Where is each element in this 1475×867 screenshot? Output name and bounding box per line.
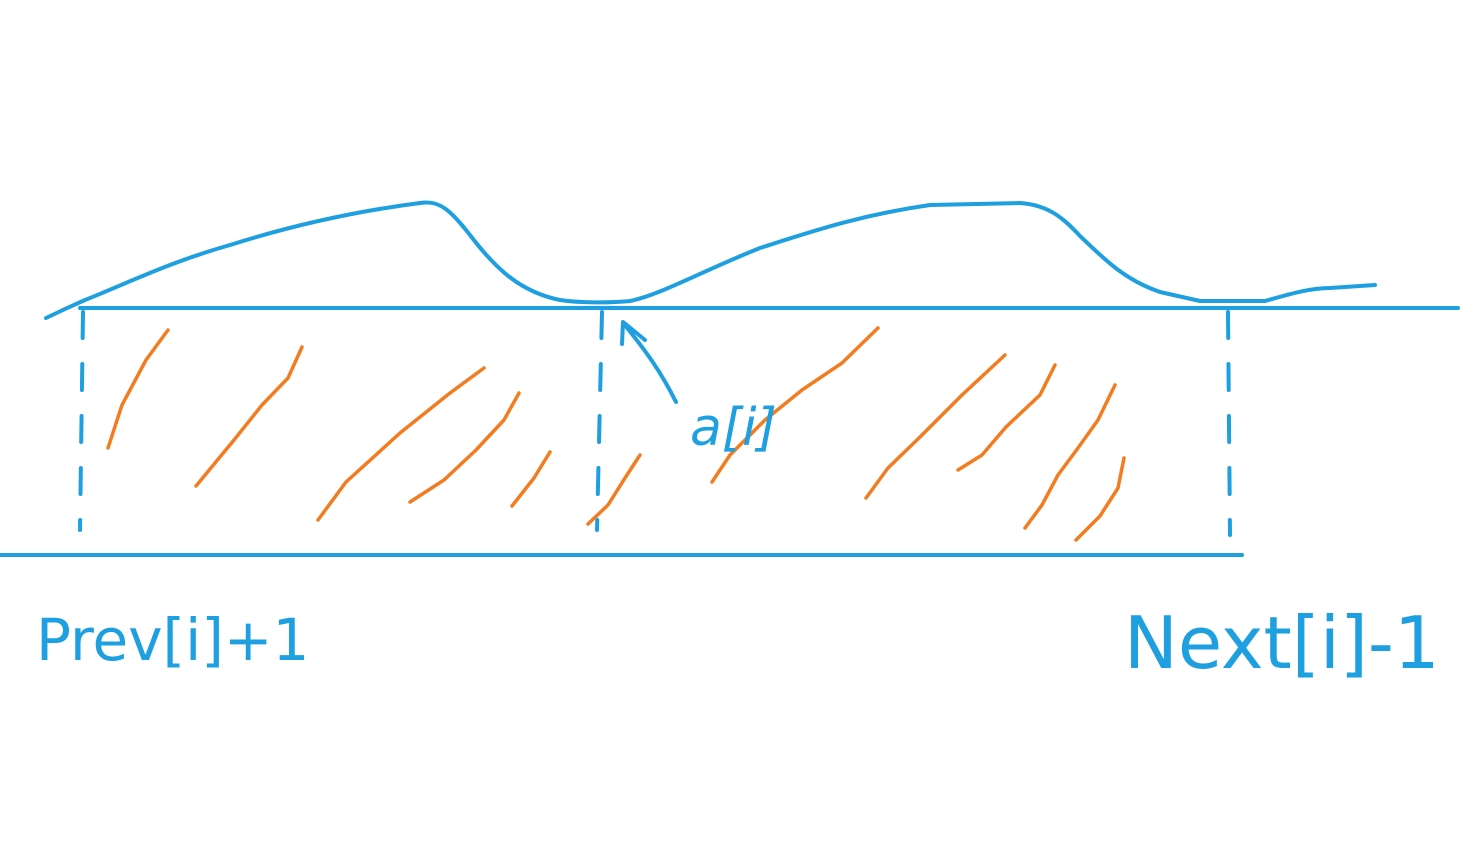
hatch-stroke: [106, 328, 170, 450]
hatch-stroke: [510, 450, 552, 508]
hatch-stroke: [710, 326, 880, 484]
center-dashed-line: [595, 310, 604, 532]
hatch-stroke: [408, 391, 521, 504]
hatch-stroke: [194, 345, 304, 488]
pointer-arrow: [622, 322, 678, 404]
hatch-stroke: [956, 363, 1057, 472]
right-boundary-dashed-line: [1226, 310, 1232, 537]
value-profile-curve: [44, 200, 1377, 320]
hatch-stroke: [1023, 383, 1117, 530]
min-element-label: a[i]: [690, 398, 777, 458]
prev-index-label: Prev[i]+1: [36, 606, 309, 674]
next-index-label: Next[i]-1: [1124, 601, 1440, 685]
hatch-stroke: [316, 366, 486, 522]
hatch-stroke: [1074, 456, 1126, 542]
hatch-stroke: [864, 353, 1007, 500]
pointer-arrowhead: [620, 320, 647, 346]
left-boundary-dashed-line: [78, 310, 85, 532]
hatch-stroke: [586, 453, 642, 526]
hatch-marks: [106, 326, 1126, 542]
